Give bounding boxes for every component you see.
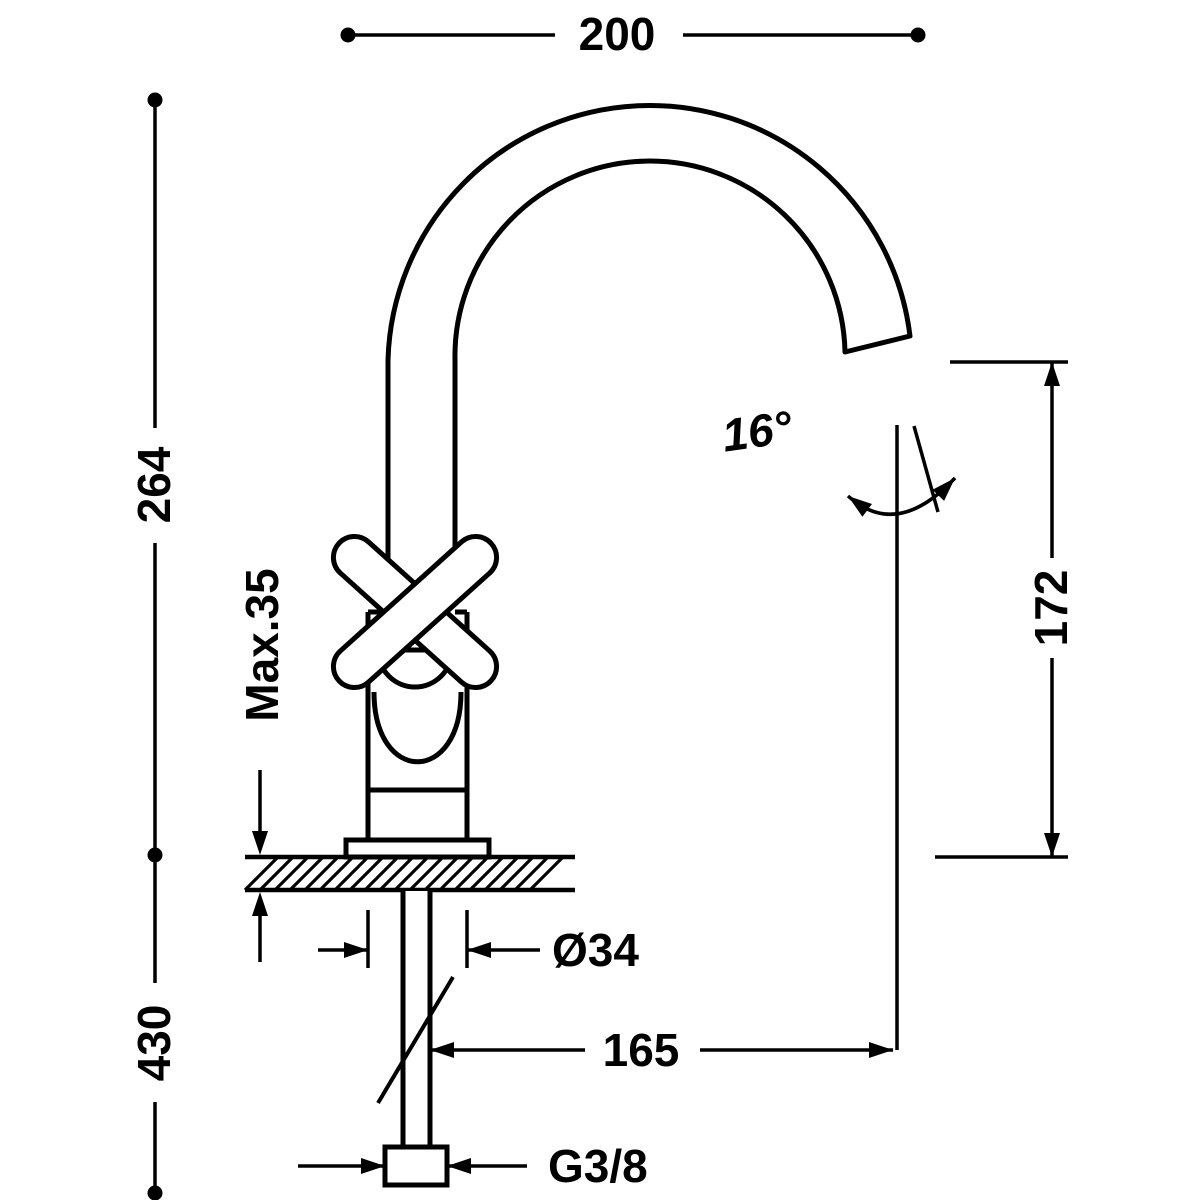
body-inner-curve <box>371 691 464 765</box>
arrowhead-left <box>430 1042 454 1058</box>
angle-label-16: 16° <box>719 400 796 461</box>
thread-connector-box <box>382 1144 450 1188</box>
dim-label-430: 430 <box>128 1005 180 1082</box>
dim-label-165: 165 <box>603 1024 680 1076</box>
arrowhead-down <box>1044 833 1060 857</box>
dim-label-172: 172 <box>1025 570 1077 647</box>
arrowhead-left <box>447 1158 471 1174</box>
arrowhead-arc-right <box>932 478 955 501</box>
deck-section <box>243 854 575 893</box>
dim-body-diameter: Ø34 <box>318 910 639 976</box>
supply-pipe <box>376 890 455 1188</box>
dim-spout-width: 200 <box>340 8 926 60</box>
dim-end-dot <box>147 92 163 108</box>
gooseneck-spout <box>385 103 913 570</box>
dim-thread: G3/8 <box>298 1140 648 1192</box>
dim-spout-reach: 165 <box>430 1024 893 1076</box>
dim-label-264: 264 <box>128 446 180 523</box>
dim-height-below-deck: 430 <box>128 857 180 1200</box>
base-flange <box>343 837 492 860</box>
dim-end-dot <box>340 27 356 43</box>
arrowhead-right <box>344 942 368 958</box>
cross-handle-bar-2 <box>330 533 500 691</box>
arrowhead-down <box>252 831 268 855</box>
dim-outlet-height: 172 <box>935 360 1077 859</box>
dim-label-d34: Ø34 <box>552 924 639 976</box>
dim-end-dot <box>147 847 163 863</box>
dim-deck-thickness: Max.35 <box>236 568 288 962</box>
dim-end-dot <box>147 1185 163 1200</box>
faucet <box>330 103 913 860</box>
dim-end-dot <box>910 27 926 43</box>
arrowhead-right <box>361 1158 385 1174</box>
dim-label-g38: G3/8 <box>548 1140 648 1192</box>
deck-hatching <box>243 855 565 892</box>
arrowhead-up <box>252 892 268 916</box>
arrowhead-left <box>467 942 491 958</box>
dim-height-above-deck: 264 <box>128 92 180 863</box>
pipe-fill <box>404 891 429 1147</box>
angle-annotation: 16° <box>719 400 957 1050</box>
dim-label-200: 200 <box>579 8 656 60</box>
arrowhead-arc-left <box>848 496 872 517</box>
arrowhead-up <box>1044 362 1060 386</box>
arrowhead-right <box>869 1042 893 1058</box>
pipe-break-slash <box>376 975 455 1105</box>
dim-label-max35: Max.35 <box>236 568 288 721</box>
